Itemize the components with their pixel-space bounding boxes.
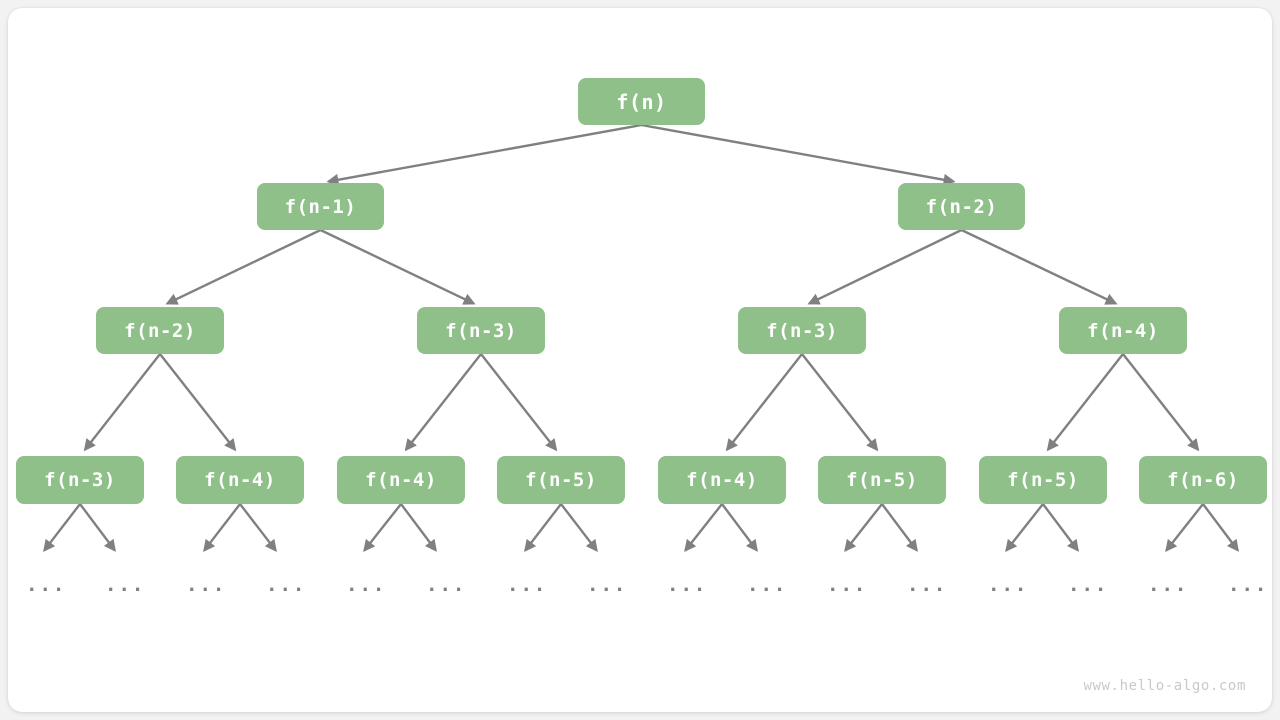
ellipsis-marker: ... bbox=[1068, 574, 1109, 596]
ellipsis-marker: ... bbox=[186, 574, 227, 596]
tree-node: f(n-4) bbox=[176, 456, 304, 504]
ellipsis-marker: ... bbox=[747, 574, 788, 596]
tree-node: f(n-2) bbox=[96, 307, 224, 354]
ellipsis-marker: ... bbox=[105, 574, 146, 596]
ellipsis-marker: ... bbox=[26, 574, 67, 596]
ellipsis-marker: ... bbox=[1228, 574, 1269, 596]
ellipsis-marker: ... bbox=[907, 574, 948, 596]
ellipsis-marker: ... bbox=[587, 574, 628, 596]
tree-node: f(n-3) bbox=[16, 456, 144, 504]
tree-node: f(n-4) bbox=[658, 456, 786, 504]
ellipsis-marker: ... bbox=[426, 574, 467, 596]
tree-node: f(n-2) bbox=[898, 183, 1025, 230]
tree-node: f(n-5) bbox=[818, 456, 946, 504]
ellipsis-marker: ... bbox=[507, 574, 548, 596]
tree-node: f(n-5) bbox=[497, 456, 625, 504]
tree-node: f(n-3) bbox=[417, 307, 545, 354]
tree-node: f(n-6) bbox=[1139, 456, 1267, 504]
ellipsis-marker: ... bbox=[1148, 574, 1189, 596]
watermark: www.hello-algo.com bbox=[1083, 678, 1246, 694]
tree-node: f(n-3) bbox=[738, 307, 866, 354]
ellipsis-marker: ... bbox=[346, 574, 387, 596]
tree-node: f(n-5) bbox=[979, 456, 1107, 504]
tree-node: f(n) bbox=[578, 78, 705, 125]
ellipsis-marker: ... bbox=[266, 574, 307, 596]
tree-node: f(n-4) bbox=[1059, 307, 1187, 354]
tree-node: f(n-4) bbox=[337, 456, 465, 504]
tree-node: f(n-1) bbox=[257, 183, 384, 230]
ellipsis-marker: ... bbox=[827, 574, 868, 596]
ellipsis-marker: ... bbox=[667, 574, 708, 596]
ellipsis-marker: ... bbox=[988, 574, 1029, 596]
